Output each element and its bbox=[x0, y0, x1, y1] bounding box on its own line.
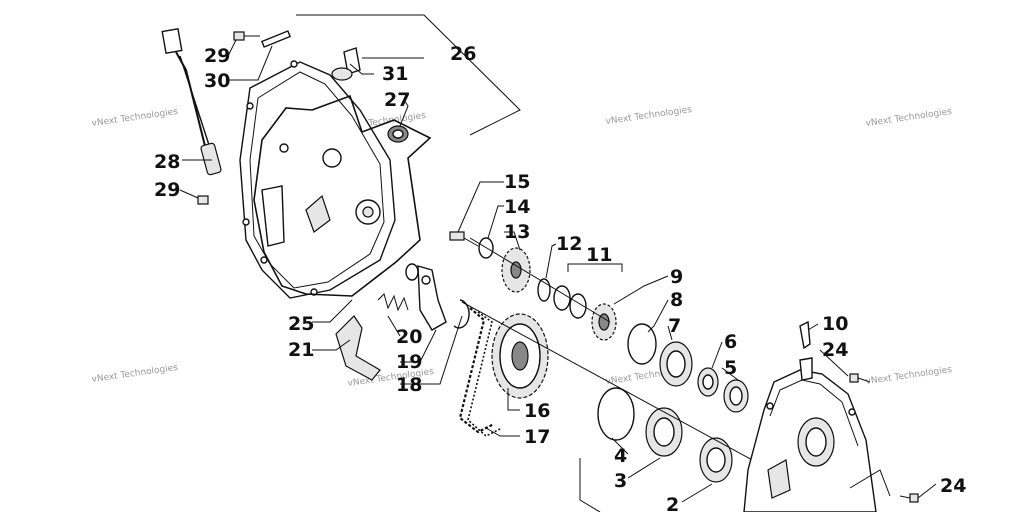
bracket-26 bbox=[296, 14, 521, 136]
chaincase-cover bbox=[239, 60, 396, 299]
watermark: vNext Technologies bbox=[91, 107, 179, 129]
callout-10: 10 bbox=[822, 313, 848, 335]
callout-24: 24 bbox=[940, 475, 966, 497]
callout-3: 3 bbox=[614, 470, 627, 492]
callout-28: 28 bbox=[154, 151, 180, 173]
callout-13: 13 bbox=[504, 221, 530, 243]
upper-sprocket bbox=[449, 231, 531, 293]
callout-12: 12 bbox=[556, 233, 582, 255]
callout-6: 6 bbox=[724, 331, 737, 353]
bolt-24 bbox=[909, 493, 919, 503]
watermark: vNext Technologies bbox=[605, 105, 693, 127]
callout-29: 29 bbox=[204, 45, 230, 67]
callout-29: 29 bbox=[154, 179, 180, 201]
callout-5: 5 bbox=[724, 357, 737, 379]
watermark: vNext Technologies bbox=[865, 107, 953, 129]
callout-4: 4 bbox=[614, 445, 627, 467]
o-ring-4 bbox=[597, 387, 635, 441]
bearing-3 bbox=[645, 407, 683, 457]
callout-11: 11 bbox=[586, 244, 612, 266]
callout-20: 20 bbox=[396, 326, 422, 348]
callout-17: 17 bbox=[524, 426, 550, 448]
callout-2: 2 bbox=[666, 494, 679, 512]
lower-sprocket bbox=[491, 313, 549, 399]
watermark: vNext Technologies bbox=[865, 365, 953, 387]
top-small-parts bbox=[197, 30, 409, 205]
callout-27: 27 bbox=[384, 89, 410, 111]
callout-18: 18 bbox=[396, 374, 422, 396]
housing-bracket bbox=[579, 458, 601, 512]
cable-assembly bbox=[161, 27, 222, 176]
callout-21: 21 bbox=[288, 339, 314, 361]
callout-15: 15 bbox=[504, 171, 530, 193]
callouts: 2 3 4 5 6 7 8 9 10 11 12 13 14 15 16 17 … bbox=[154, 43, 966, 512]
callout-16: 16 bbox=[524, 400, 550, 422]
leader-lines bbox=[179, 39, 937, 503]
callout-24: 24 bbox=[822, 339, 848, 361]
callout-9: 9 bbox=[670, 266, 683, 288]
bearing-9 bbox=[591, 303, 617, 341]
callout-7: 7 bbox=[668, 315, 681, 337]
callout-26: 26 bbox=[450, 43, 476, 65]
watermark: vNext Technologies bbox=[91, 363, 179, 385]
slider-shoe bbox=[335, 315, 381, 381]
o-ring-8 bbox=[627, 323, 657, 365]
callout-25: 25 bbox=[288, 313, 314, 335]
bolt-24 bbox=[849, 373, 859, 383]
callout-14: 14 bbox=[504, 196, 530, 218]
seal-2 bbox=[699, 437, 733, 483]
callout-30: 30 bbox=[204, 70, 230, 92]
callout-31: 31 bbox=[382, 63, 408, 85]
drive-chain bbox=[458, 307, 503, 437]
axis-line bbox=[461, 301, 801, 487]
callout-8: 8 bbox=[670, 289, 683, 311]
callout-19: 19 bbox=[396, 351, 422, 373]
spring bbox=[377, 293, 409, 312]
bearing-7 bbox=[659, 341, 693, 387]
gasket bbox=[253, 94, 432, 297]
chaincase-housing bbox=[743, 320, 891, 512]
